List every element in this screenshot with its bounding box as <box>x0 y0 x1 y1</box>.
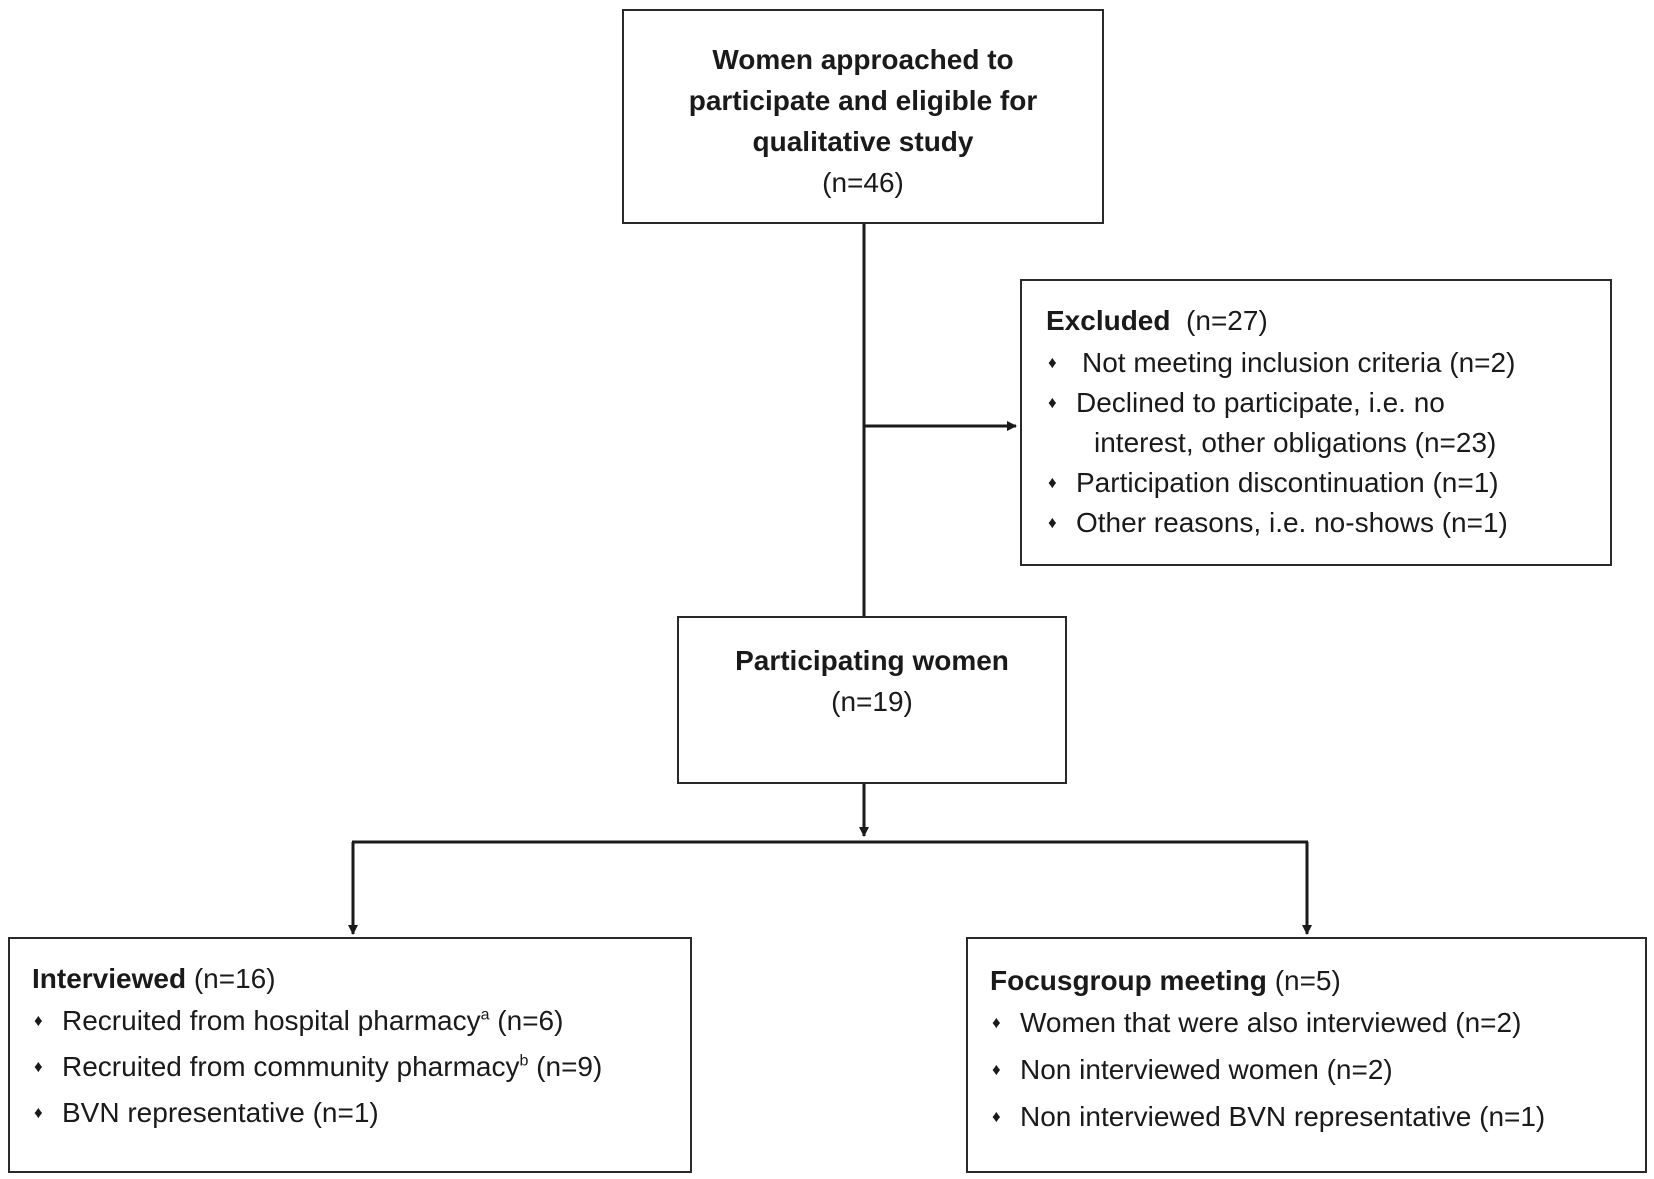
diamond-bullet-icon: ♦ <box>1048 513 1057 532</box>
excluded-item: ♦ Not meeting inclusion criteria (n=2) <box>1046 343 1610 383</box>
focusgroup-count: (n=5) <box>1274 965 1341 996</box>
interviewed-item: ♦ Recruited from hospital pharmacya (n=6… <box>32 1001 690 1041</box>
diamond-bullet-icon: ♦ <box>34 1011 43 1030</box>
diamond-bullet-icon: ♦ <box>1048 473 1057 492</box>
participating-box: Participating women (n=19) <box>677 616 1067 784</box>
footnote-marker-b: b <box>519 1052 529 1070</box>
diamond-bullet-icon: ♦ <box>34 1103 43 1122</box>
focusgroup-title: Focusgroup meeting <box>990 965 1267 996</box>
excluded-header: Excluded (n=27) <box>1046 301 1610 341</box>
approached-count: (n=46) <box>822 167 904 198</box>
excluded-item: ♦ Declined to participate, i.e. no <box>1046 383 1610 423</box>
excluded-item: ♦ Participation discontinuation (n=1) <box>1046 463 1610 503</box>
focusgroup-header: Focusgroup meeting (n=5) <box>990 961 1645 1001</box>
diamond-bullet-icon: ♦ <box>992 1013 1001 1032</box>
participating-count: (n=19) <box>831 686 913 717</box>
footnote-marker-a: a <box>480 1006 490 1024</box>
diamond-bullet-icon: ♦ <box>34 1057 43 1076</box>
diamond-bullet-icon: ♦ <box>992 1107 1001 1126</box>
interviewed-title: Interviewed <box>32 963 187 994</box>
diamond-bullet-icon: ♦ <box>1048 393 1057 412</box>
interviewed-count: (n=16) <box>193 963 276 994</box>
approached-title: Women approached to participate and elig… <box>688 44 1038 157</box>
focusgroup-item: ♦ Non interviewed BVN representative (n=… <box>990 1097 1645 1137</box>
diamond-bullet-icon: ♦ <box>992 1060 1001 1079</box>
interviewed-item: ♦ Recruited from community pharmacyb (n=… <box>32 1047 690 1087</box>
interviewed-box: Interviewed (n=16) ♦ Recruited from hosp… <box>8 937 692 1173</box>
focusgroup-box: Focusgroup meeting (n=5) ♦ Women that we… <box>966 937 1647 1173</box>
diamond-bullet-icon: ♦ <box>1048 353 1057 372</box>
approached-box: Women approached to participate and elig… <box>622 9 1104 224</box>
excluded-item: ♦ Other reasons, i.e. no-shows (n=1) <box>1046 503 1610 543</box>
excluded-title: Excluded <box>1046 305 1171 336</box>
interviewed-header: Interviewed (n=16) <box>32 959 690 999</box>
focusgroup-item: ♦ Non interviewed women (n=2) <box>990 1050 1645 1090</box>
focusgroup-item: ♦ Women that were also interviewed (n=2) <box>990 1003 1645 1043</box>
excluded-count: (n=27) <box>1186 305 1268 336</box>
interviewed-item: ♦ BVN representative (n=1) <box>32 1093 690 1133</box>
participating-title: Participating women <box>735 645 1009 676</box>
excluded-box: Excluded (n=27) ♦ Not meeting inclusion … <box>1020 279 1612 566</box>
excluded-item-continuation: interest, other obligations (n=23) <box>1094 427 1497 458</box>
